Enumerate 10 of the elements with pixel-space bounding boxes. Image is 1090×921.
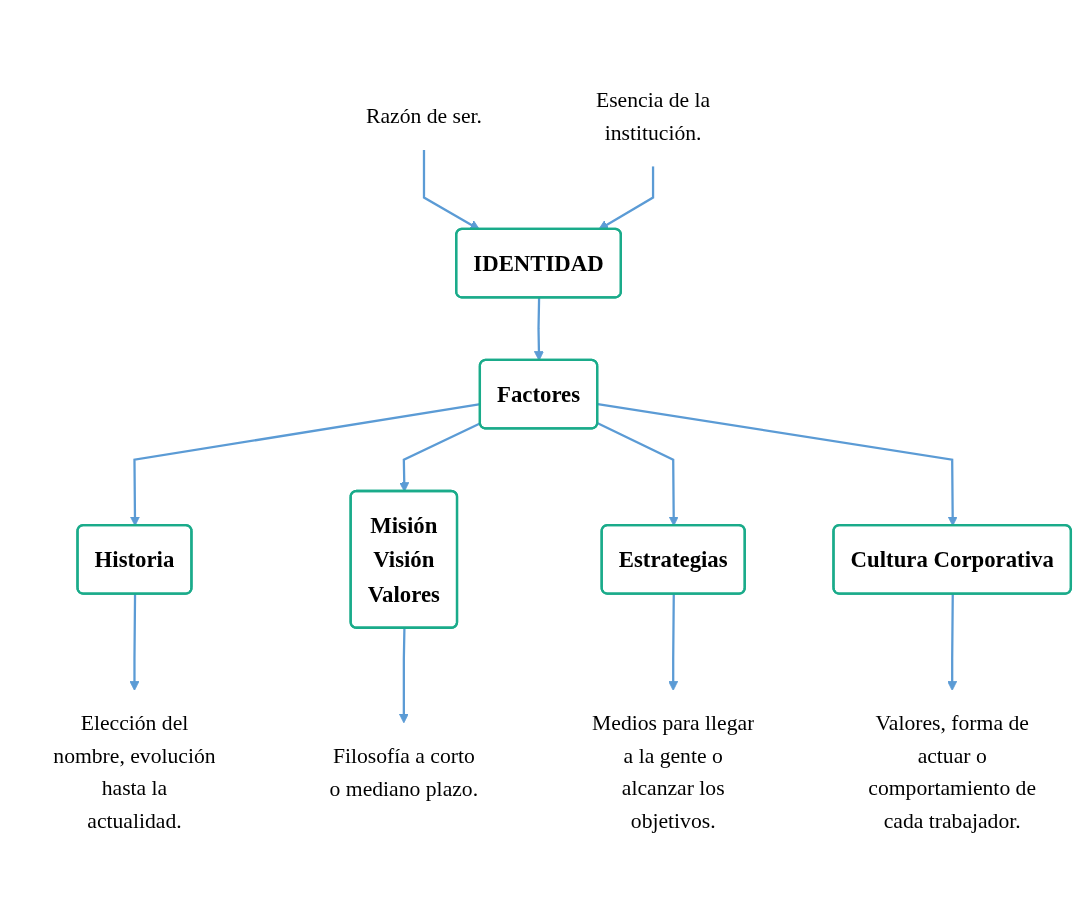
arrow [129,593,140,691]
arrow [668,593,679,691]
node-text: Medios para llegar a la gente o alcanzar los objetivos. [592,710,755,832]
node-text: Filosofía a corto o mediano plazo. [329,743,479,800]
arrow [398,628,409,724]
arrow [947,593,958,691]
node-text: Esencia de la institución. [595,87,711,144]
node-text: Valores, forma de actuar o comportamiento de cada trabajador. [868,710,1037,832]
node-text: Elección del nombre, evolución hasta la actualidad. [53,710,216,832]
node-text: Razón de ser. [365,103,482,128]
